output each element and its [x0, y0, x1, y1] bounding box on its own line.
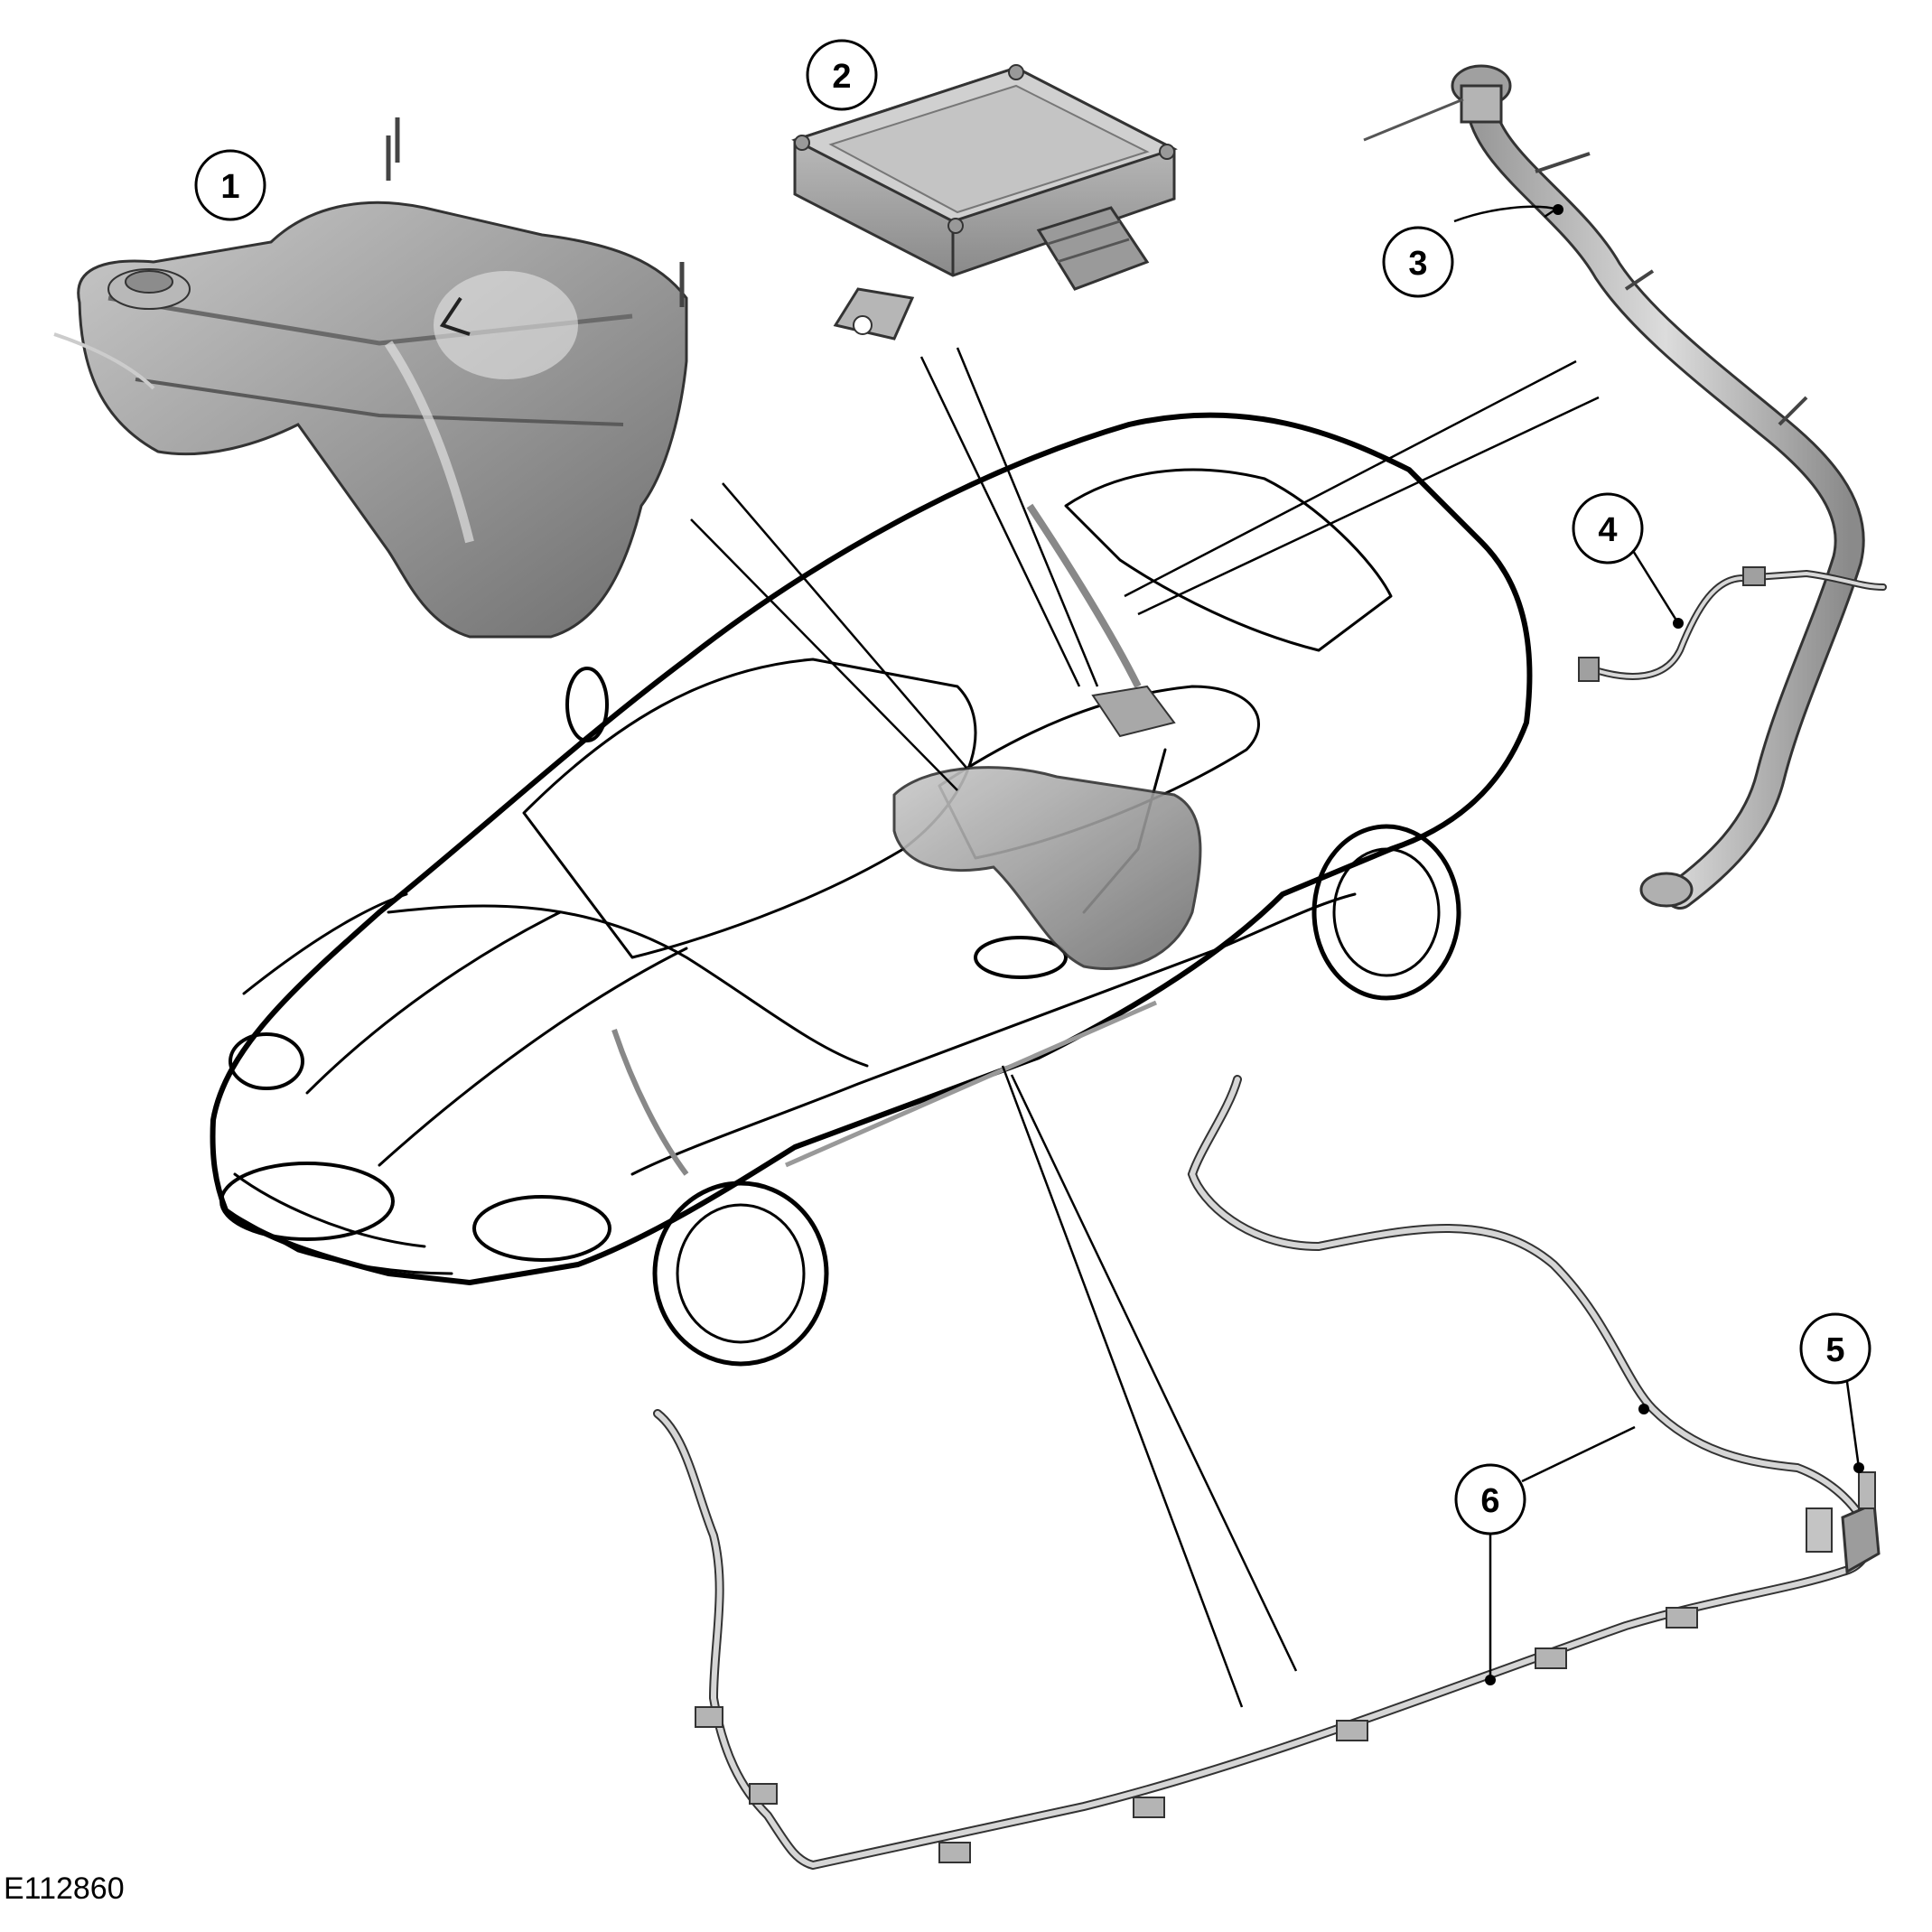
figure-id-label: E112860: [4, 1871, 125, 1906]
callout-1: 1: [194, 149, 266, 221]
callout-2: 2: [806, 39, 878, 111]
fuel-line-illustration: [653, 1075, 1874, 1871]
callout-1-number: 1: [220, 168, 239, 206]
filler-pipe-illustration: [1363, 64, 1865, 910]
harness-illustration: [1578, 566, 1887, 682]
fuel-tank-illustration: [53, 117, 688, 639]
callout-5: 5: [1799, 1312, 1871, 1385]
callout-4-number: 4: [1598, 511, 1617, 549]
callout-3: 3: [1382, 226, 1454, 298]
leader-dots: [1485, 204, 1864, 1685]
callout-6-number: 6: [1480, 1482, 1499, 1520]
callout-5-number: 5: [1825, 1331, 1844, 1369]
callout-4: 4: [1572, 492, 1644, 565]
control-module-illustration: [791, 64, 1178, 341]
callout-3-number: 3: [1408, 245, 1427, 283]
connector-illustration: [1806, 1471, 1881, 1574]
callout-2-number: 2: [832, 58, 851, 96]
callout-6: 6: [1454, 1463, 1526, 1535]
leader-lines: [690, 205, 1861, 1708]
car-inset-parts: [611, 503, 1202, 1176]
